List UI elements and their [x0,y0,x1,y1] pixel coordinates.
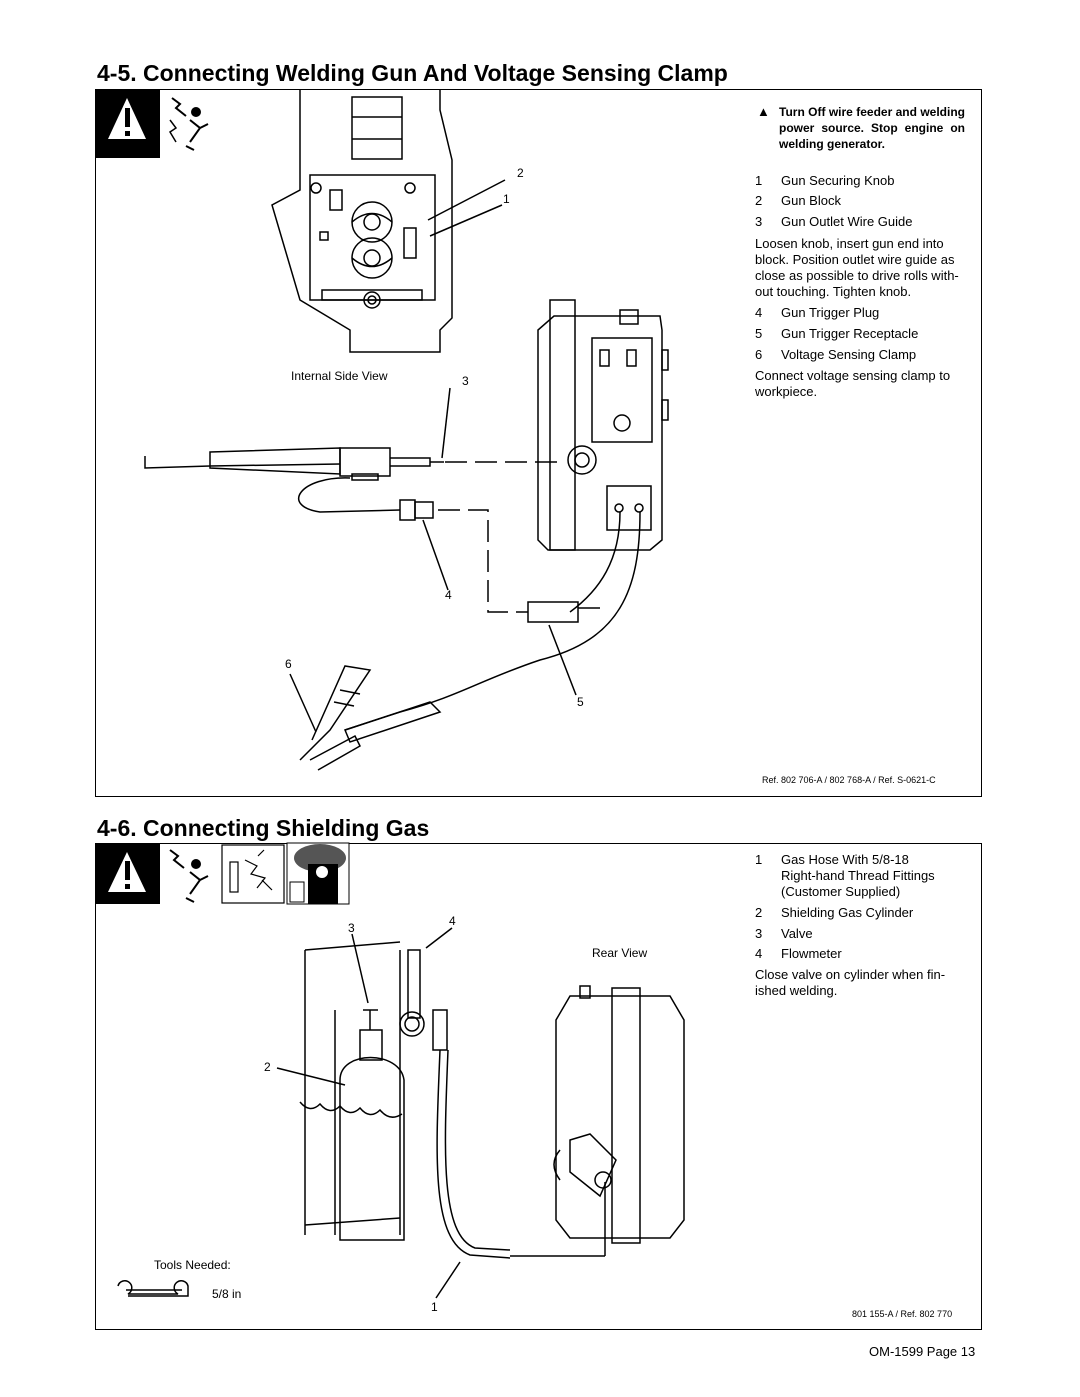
gas-callout-3: 3 [348,921,355,935]
warning-text: Turn Off wire feeder and welding power s… [779,105,965,151]
warning-triangle-icon [108,98,146,139]
electric-shock-icon-2 [169,849,209,903]
gas-reference-number: 801 155-A / Ref. 802 770 [852,1309,953,1319]
section-4-6-title: 4-6. Connecting Shielding Gas [97,815,430,841]
rear-view-label: Rear View [592,946,648,960]
fumes-icon [286,842,350,905]
instruction-paragraph-1: Loosen knob, insert gun end into block. … [755,236,959,299]
tools-needed-label: Tools Needed: [154,1258,231,1272]
callout-3: 3 [462,374,469,388]
section-4-5-title: 4-5. Connecting Welding Gun And Voltage … [97,60,728,86]
callout-2: 2 [517,166,524,180]
gas-list-item-1-cont2: (Customer Supplied) [781,884,901,899]
warning-triangle-icon-2 [108,852,146,892]
internal-side-view-label: Internal Side View [291,369,388,383]
gas-instruction-paragraph: Close valve on cylinder when fin-ished w… [755,967,946,998]
gas-callout-1: 1 [431,1300,438,1314]
section-4-6-panel [95,843,982,1330]
section-4-5-panel [95,89,982,797]
instruction-paragraph-2: Connect voltage sensing clamp to workpie… [755,368,951,399]
callout-5: 5 [577,695,584,709]
warning-bullet-icon: ▲ [757,104,770,119]
wrench-icon [117,1280,189,1297]
internal-side-view-drawing [271,90,506,353]
callout-6: 6 [285,657,292,671]
page-footer: OM-1599 Page 13 [869,1344,976,1359]
gas-cylinder-drawing [276,927,685,1299]
gas-list-item-1-cont: Right-hand Thread Fittings [781,868,935,883]
electric-shock-icon [160,90,216,158]
callout-1: 1 [503,192,510,206]
callout-4: 4 [445,588,452,602]
tool-size-label: 5/8 in [212,1287,242,1301]
reference-number: Ref. 802 706-A / 802 768-A / Ref. S-0621… [762,775,936,785]
cylinder-explosion-icon [221,844,285,904]
gas-callout-2: 2 [264,1060,271,1074]
gun-and-feeder-drawing [144,299,669,771]
gas-callout-4: 4 [449,914,456,928]
